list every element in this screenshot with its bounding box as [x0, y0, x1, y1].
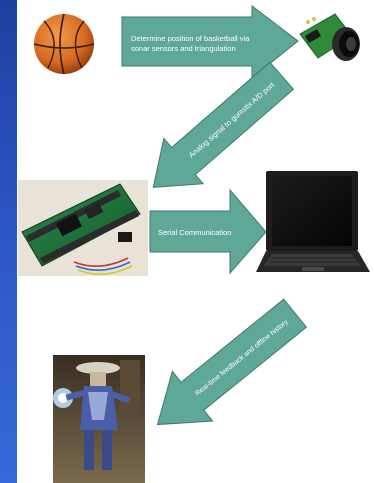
game-character-icon [53, 355, 145, 483]
arrow-serial-label: Serial Communication [158, 228, 231, 237]
arrow-analog-label: Analog signal to gumstix A/D port [187, 80, 277, 160]
arrow-serial: Serial Communication [149, 188, 267, 275]
svg-text:Determine position of basketba: Determine position of basketball via [131, 34, 250, 43]
svg-text:sonar sensors and triangulatio: sonar sensors and triangulation [131, 44, 236, 53]
arrow-position: Determine position of basketball via son… [121, 4, 299, 80]
arrow-position-line-2: sonar sensors and triangulation [131, 44, 236, 53]
sonar-sensor-icon [299, 13, 360, 61]
arrow-feedback: Real-time feedback and offline history [156, 298, 308, 426]
laptop-icon [256, 171, 370, 272]
arrow-position-line-1: Determine position of basketball via [131, 34, 250, 43]
basketball-icon [33, 13, 95, 75]
arrow-feedback-label: Real-time feedback and offline history [194, 318, 290, 397]
gumstix-board-icon [18, 180, 148, 276]
